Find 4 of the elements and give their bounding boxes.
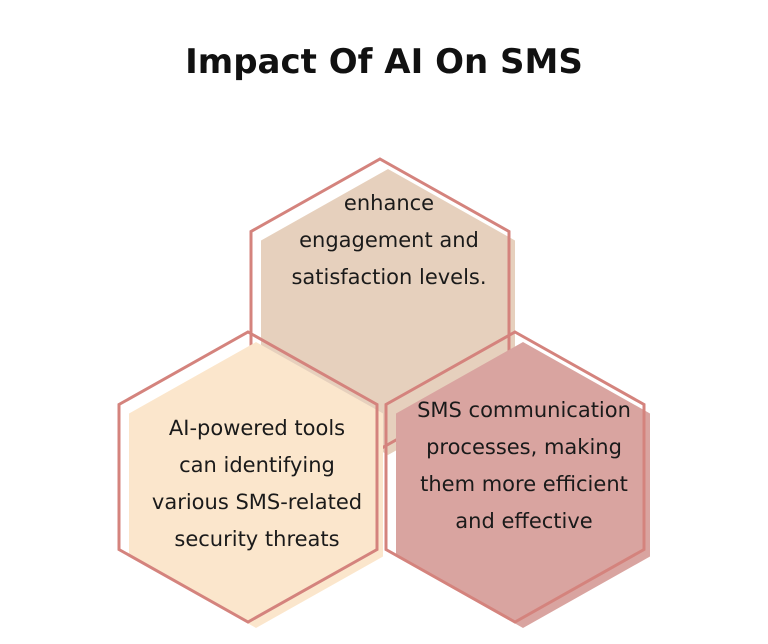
title: Impact Of AI On SMS <box>184 42 584 82</box>
hexagon-text: enhance engagement and satisfaction levels. <box>290 190 488 291</box>
hexagon-text: SMS communication processes, making them more efficient and effective <box>416 397 632 535</box>
hexagon-text: AI-powered tools can identifying various SMS-related security threats <box>150 415 364 553</box>
